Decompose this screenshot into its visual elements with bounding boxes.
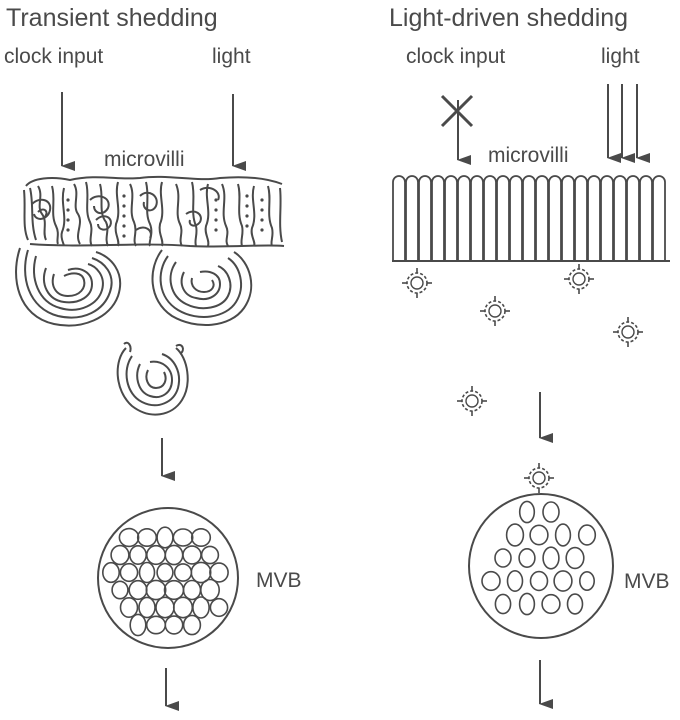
left-light-label: light: [212, 45, 251, 68]
intraluminal-vesicle: [565, 546, 585, 570]
intraluminal-vesicle: [129, 613, 147, 637]
intraluminal-vesicle: [578, 570, 595, 591]
right-mvb-vesicles: [481, 500, 597, 616]
right-light-arrows: [607, 84, 650, 163]
intraluminal-vesicle: [505, 523, 525, 547]
intraluminal-vesicle: [481, 570, 501, 592]
intraluminal-vesicle: [518, 592, 536, 616]
intraluminal-vesicle: [209, 597, 229, 618]
intraluminal-vesicle: [138, 561, 156, 584]
small-vesicle: [613, 317, 643, 347]
left-clock-input-label: clock input: [4, 45, 104, 68]
small-vesicle: [564, 264, 594, 294]
intraluminal-vesicle: [182, 614, 202, 636]
left-microvilli-label: microvilli: [104, 148, 185, 171]
intraluminal-vesicle: [494, 593, 512, 615]
intraluminal-vesicle: [494, 548, 512, 568]
intraluminal-vesicle: [566, 593, 584, 615]
organized-microvilli: [392, 175, 670, 262]
left-whorl-2: [151, 249, 253, 326]
intraluminal-vesicle: [118, 527, 140, 548]
vesicle-layer: [402, 264, 643, 493]
left-whorl-1: [15, 247, 121, 327]
small-vesicle: [480, 296, 510, 326]
intraluminal-vesicle: [209, 562, 229, 583]
small-vesicle: [402, 268, 432, 298]
right-clock-input-label: clock input: [406, 45, 506, 68]
intraluminal-vesicle: [119, 562, 139, 583]
right-microvilli-label: microvilli: [488, 144, 569, 167]
intraluminal-vesicle: [518, 547, 536, 568]
intraluminal-vesicle: [110, 544, 130, 566]
intraluminal-vesicle: [190, 527, 212, 547]
intraluminal-vesicle: [577, 524, 597, 546]
left-panel-title: Transient shedding: [6, 4, 218, 32]
shed-vesicle: [116, 341, 189, 416]
intraluminal-vesicle: [111, 580, 129, 600]
intraluminal-vesicle: [172, 528, 194, 547]
intraluminal-vesicle: [529, 524, 549, 546]
right-mvb-label: MVB: [624, 570, 670, 593]
small-vesicle: [524, 463, 554, 493]
intraluminal-vesicle: [518, 500, 536, 524]
intraluminal-vesicle: [554, 523, 572, 547]
left-mvb-label: MVB: [256, 569, 302, 592]
left-microvilli-dots: [66, 194, 264, 238]
intraluminal-vesicle: [542, 501, 560, 523]
intraluminal-vesicle: [145, 579, 167, 601]
left-mvb-vesicles: [102, 526, 229, 637]
intraluminal-vesicle: [200, 578, 221, 602]
intraluminal-vesicle: [192, 596, 210, 619]
intraluminal-vesicle: [119, 596, 139, 618]
intraluminal-vesicle: [542, 546, 560, 570]
intraluminal-vesicle: [200, 545, 220, 565]
blocked-clock-arrow: [440, 94, 474, 165]
intraluminal-vesicle: [164, 615, 184, 635]
intraluminal-vesicle: [506, 569, 524, 592]
intraluminal-vesicle: [138, 596, 156, 619]
blocked-x-icon: [440, 94, 474, 128]
left-mvb: [97, 507, 239, 649]
intraluminal-vesicle: [156, 562, 174, 583]
intraluminal-vesicle: [541, 593, 561, 615]
right-panel-title: Light-driven shedding: [389, 4, 629, 32]
intraluminal-vesicle: [553, 570, 573, 592]
intraluminal-vesicle: [529, 570, 549, 592]
intraluminal-vesicle: [102, 561, 121, 584]
left-disorganized-microvilli: [23, 175, 285, 248]
small-vesicle: [457, 386, 487, 416]
right-light-label: light: [601, 45, 640, 68]
right-mvb: [468, 493, 614, 639]
